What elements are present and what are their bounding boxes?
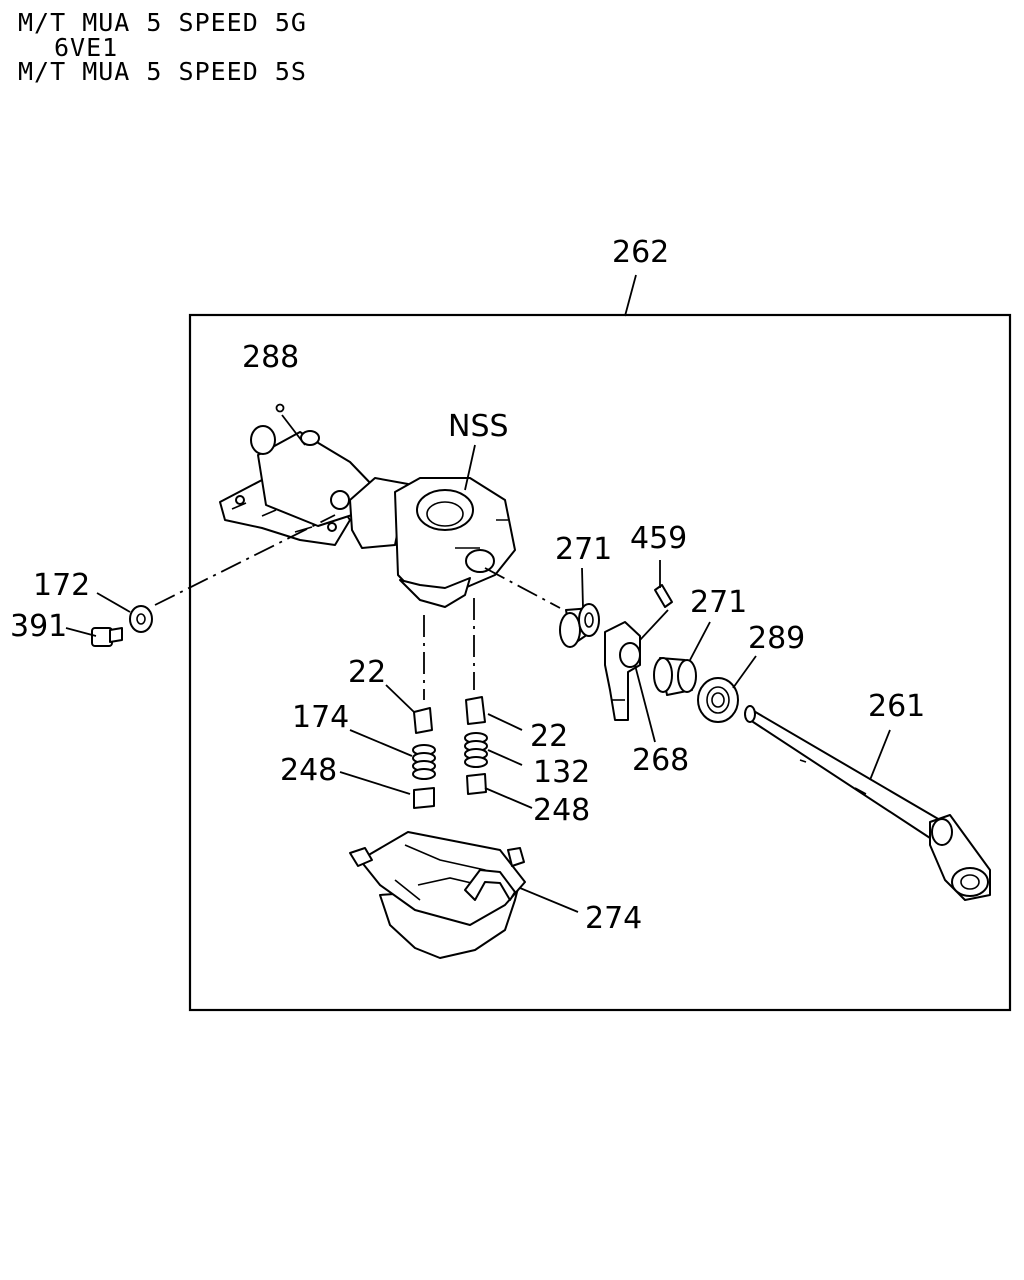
callout-391: 391 xyxy=(10,609,67,644)
callout-289: 289 xyxy=(748,621,805,656)
alignment-line xyxy=(484,567,561,609)
callout-22-left: 22 xyxy=(348,655,386,690)
callout-172: 172 xyxy=(33,568,90,603)
part-288-detent-ball xyxy=(275,403,285,413)
callout-274: 274 xyxy=(585,901,642,936)
callout-268: 268 xyxy=(632,743,689,778)
header-line-3: M/T MUA 5 SPEED 5S xyxy=(18,57,307,86)
callout-132: 132 xyxy=(533,755,590,790)
part-289-oil-seal xyxy=(697,677,739,723)
part-391-bolt xyxy=(91,627,123,647)
header-line-1: M/T MUA 5 SPEED 5G xyxy=(18,8,307,37)
alignment-line xyxy=(154,514,336,606)
callout-261: 261 xyxy=(868,689,925,724)
part-274-cover xyxy=(349,831,526,959)
header-line-2: 6VE1 xyxy=(54,33,119,62)
callout-262: 262 xyxy=(612,235,669,270)
callout-248-left: 248 xyxy=(280,753,337,788)
callout-288: 288 xyxy=(242,340,299,375)
part-22-plunger-right xyxy=(465,696,486,725)
part-248-plug-right xyxy=(466,773,487,795)
part-248-plug-left xyxy=(413,787,435,809)
callout-174: 174 xyxy=(292,700,349,735)
housing-assembly xyxy=(219,425,516,608)
part-261-shift-shaft xyxy=(744,705,991,901)
callout-271-right: 271 xyxy=(690,585,747,620)
part-22-plunger-left xyxy=(413,707,433,734)
part-174-spring xyxy=(412,744,436,780)
part-268-shift-lever xyxy=(604,621,641,721)
callout-459: 459 xyxy=(630,521,687,556)
callout-248-right: 248 xyxy=(533,793,590,828)
callout-22-right: 22 xyxy=(530,719,568,754)
part-271-bushing-left xyxy=(559,603,600,648)
part-459-pin xyxy=(654,584,673,608)
callout-nss: NSS xyxy=(448,409,509,444)
callout-271-left: 271 xyxy=(555,532,612,567)
part-172-washer xyxy=(129,605,153,633)
assembly-frame xyxy=(188,313,1012,1012)
part-132-spring xyxy=(464,732,488,768)
part-271-bushing-right xyxy=(653,657,697,696)
